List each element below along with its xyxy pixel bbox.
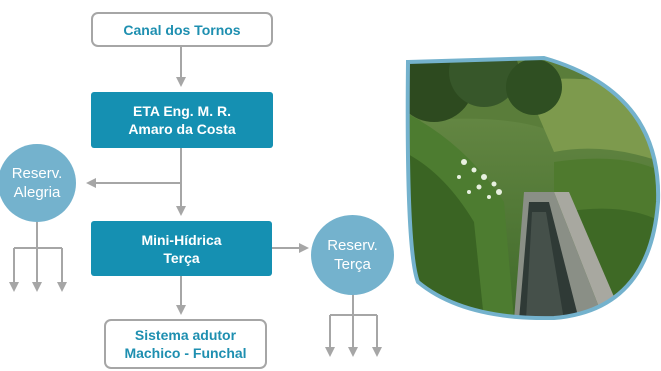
node-destination-line2: Machico - Funchal [124,345,247,361]
reservoir-alegria-line2: Alegria [13,184,61,201]
node-destination-line1: Sistema adutor [134,327,237,343]
node-eta-line1: ETA Eng. M. R. [133,103,231,119]
reservoir-alegria-line1: Reserv. [11,165,63,182]
levada-canal-photo [405,55,661,320]
node-hydro-line1: Mini-Hídrica [141,231,222,248]
node-sistema-adutor: Sistema adutor Machico - Funchal [104,319,267,369]
terca-distribution [325,285,382,357]
reservoir-alegria: Reserv. Alegria [0,144,76,222]
reservoir-terca: Reserv. Terça [311,215,394,295]
node-canal-dos-tornos: Canal dos Tornos [91,12,273,47]
node-mini-hidrica: Mini-Hídrica Terça [91,221,272,276]
node-hydro-line2: Terça [163,249,200,266]
alegria-distribution [9,213,67,292]
reservoir-terca-line1: Reserv. [327,237,378,254]
node-eta-line2: Amaro da Costa [128,121,236,137]
node-eta: ETA Eng. M. R. Amaro da Costa [91,92,273,148]
node-source-label: Canal dos Tornos [123,21,241,38]
reservoir-terca-line2: Terça [334,256,371,273]
